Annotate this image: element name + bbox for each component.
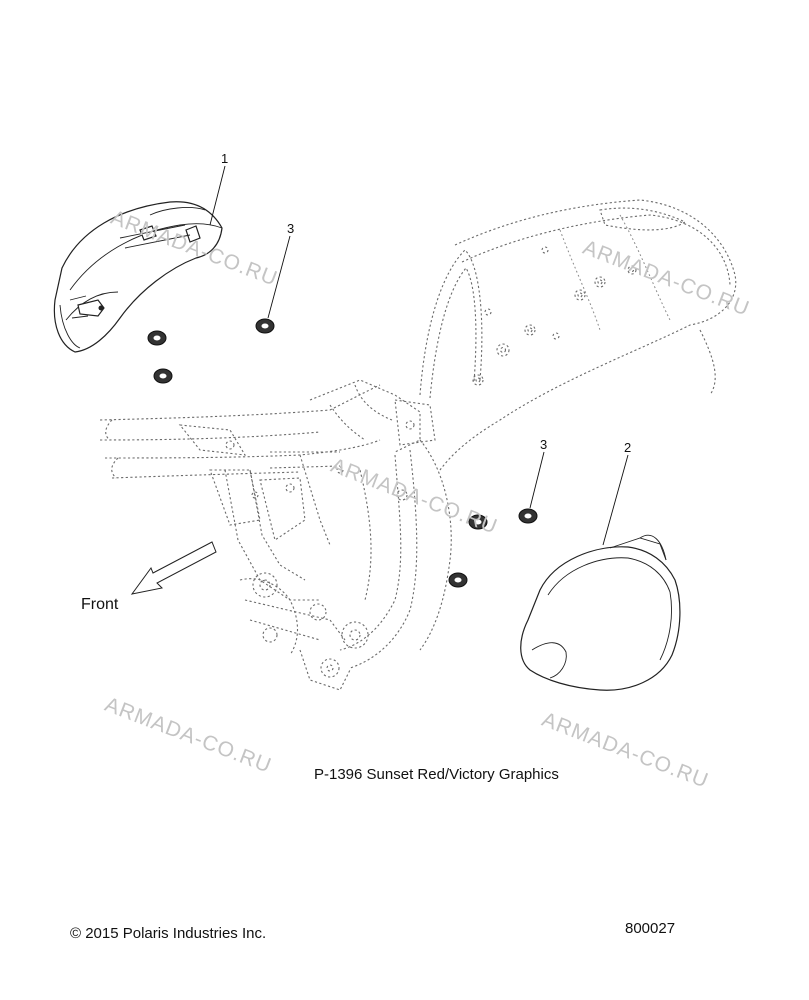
grommet <box>518 508 538 524</box>
side-cover-left-part-1 <box>53 201 223 353</box>
callout-2: 2 <box>624 440 631 455</box>
callout-1: 1 <box>221 151 228 166</box>
front-label: Front <box>81 596 119 613</box>
side-cover-right-part-2 <box>520 534 681 691</box>
front-arrow-icon <box>130 541 217 595</box>
grommet <box>153 368 173 384</box>
callout-3-lower: 3 <box>540 437 547 452</box>
grommets-part-3 <box>147 318 538 588</box>
grommet <box>255 318 275 334</box>
grommet <box>147 330 167 346</box>
grommet <box>448 572 468 588</box>
copyright-notice: © 2015 Polaris Industries Inc. <box>70 925 267 942</box>
grommet <box>468 514 488 530</box>
diagram-number: 800027 <box>625 920 676 937</box>
graphics-caption: P-1396 Sunset Red/Victory Graphics <box>314 766 559 783</box>
callout-3-upper: 3 <box>287 221 294 236</box>
motorcycle-frame-phantom <box>99 199 737 691</box>
callout-leaders <box>209 165 629 546</box>
